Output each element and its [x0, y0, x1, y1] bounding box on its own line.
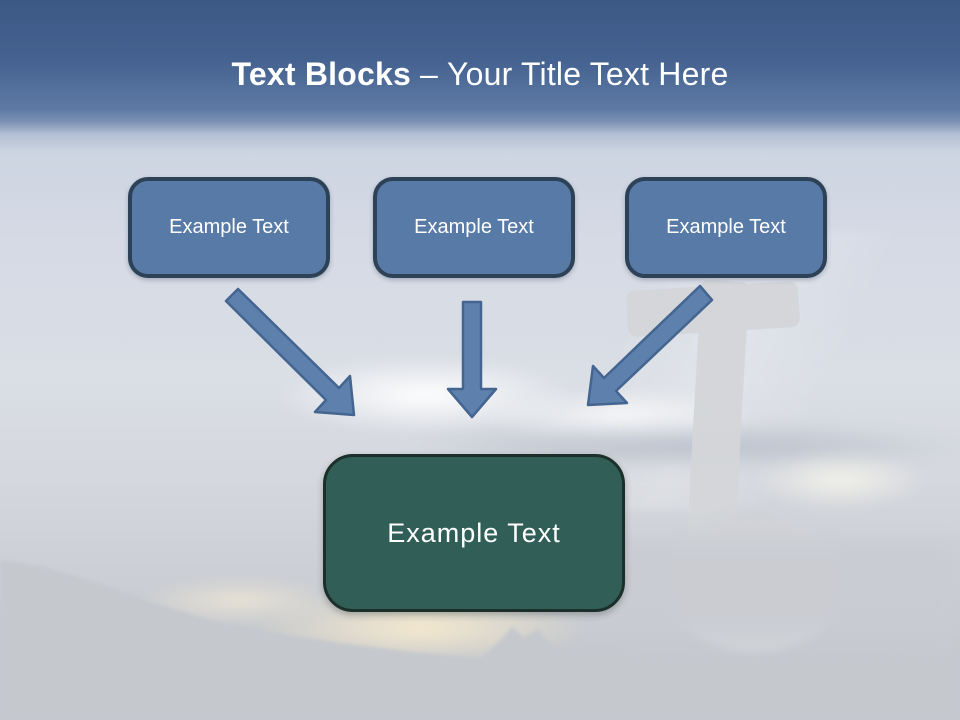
sunset-glow: [140, 578, 340, 624]
text-block-2: Example Text: [373, 177, 575, 278]
text-block-1: Example Text: [128, 177, 330, 278]
result-block: Example Text: [323, 454, 625, 612]
cross-silhouette-mound: [665, 512, 845, 652]
cross-silhouette-post: [684, 279, 750, 579]
bright-cloud: [750, 450, 930, 510]
slide-title-bold: Text Blocks: [231, 56, 411, 92]
arrow-middle-icon: [446, 300, 498, 419]
text-block-3: Example Text: [625, 177, 827, 278]
slide-title-regular: Your Title Text Here: [446, 56, 729, 92]
result-block-label: Example Text: [387, 517, 561, 548]
arrow-left-diagonal-icon: [224, 287, 356, 417]
slide-title: Text Blocks–Your Title Text Here: [0, 52, 960, 96]
bright-cloud: [270, 355, 580, 435]
text-block-1-label: Example Text: [169, 216, 289, 238]
header-band: [0, 0, 960, 152]
text-block-2-label: Example Text: [414, 216, 534, 238]
cross-silhouette-bar: [625, 280, 801, 338]
bright-cloud: [480, 385, 760, 449]
slide-title-dash: –: [419, 56, 438, 92]
text-block-3-label: Example Text: [666, 216, 786, 238]
arrow-right-diagonal-icon: [586, 284, 714, 407]
